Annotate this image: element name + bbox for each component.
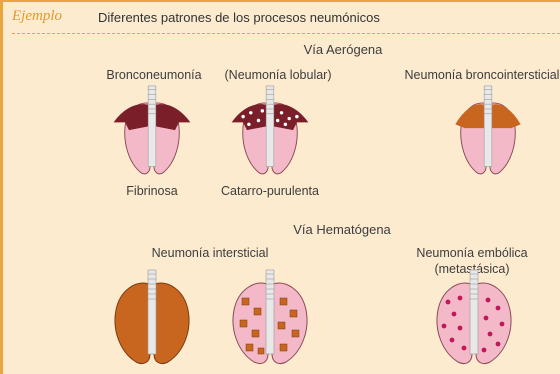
hematogenous-heading: Vía Hematógena bbox=[293, 222, 391, 237]
lung-intersticial-illustration bbox=[102, 268, 202, 368]
orange-left-lobe bbox=[455, 104, 485, 128]
aerogenous-heading: Vía Aerógena bbox=[304, 42, 383, 57]
trachea bbox=[266, 270, 274, 354]
trachea bbox=[266, 86, 274, 167]
pink-left-lung bbox=[437, 283, 472, 363]
lung-fibrinosa-illustration bbox=[104, 84, 200, 180]
label-neumonia-intersticial: Neumonía intersticial bbox=[152, 246, 269, 260]
lung-intersticial-squares-illustration bbox=[220, 268, 320, 368]
dark-red-left-lobe bbox=[114, 104, 150, 130]
trachea bbox=[470, 270, 478, 354]
frame-left-border bbox=[0, 0, 3, 374]
lung-broncointersticial-illustration bbox=[440, 84, 536, 180]
dark-red-right-lobe bbox=[273, 104, 309, 130]
orange-left-lung bbox=[115, 283, 150, 363]
label-neumonia-broncointersticial: Neumonía broncointersticial bbox=[405, 68, 560, 82]
page-title: Diferentes patrones de los procesos neum… bbox=[98, 10, 380, 25]
label-catarro-purulenta: Catarro-purulenta bbox=[221, 184, 319, 198]
pink-right-lung bbox=[476, 283, 511, 363]
lung-catarro-purulenta-illustration bbox=[222, 84, 318, 180]
label-bronconeumonia: Bronconeumonía bbox=[106, 68, 201, 82]
pink-right-lung bbox=[272, 283, 307, 363]
header-divider bbox=[12, 33, 560, 34]
label-neumonia-lobular: (Neumonía lobular) bbox=[225, 68, 332, 82]
example-tag: Ejemplo bbox=[12, 8, 62, 25]
dark-red-right-lobe bbox=[155, 104, 191, 130]
lung-embolica-illustration bbox=[424, 268, 524, 368]
dark-red-left-lobe bbox=[232, 104, 268, 130]
label-fibrinosa: Fibrinosa bbox=[126, 184, 177, 198]
trachea bbox=[484, 86, 492, 167]
trachea bbox=[148, 270, 156, 354]
orange-right-lung bbox=[154, 283, 189, 363]
label-neumonia-embolica: Neumonía embólica bbox=[416, 246, 527, 260]
orange-right-lobe bbox=[491, 104, 521, 128]
frame-top-border bbox=[0, 0, 560, 2]
trachea bbox=[148, 86, 156, 167]
